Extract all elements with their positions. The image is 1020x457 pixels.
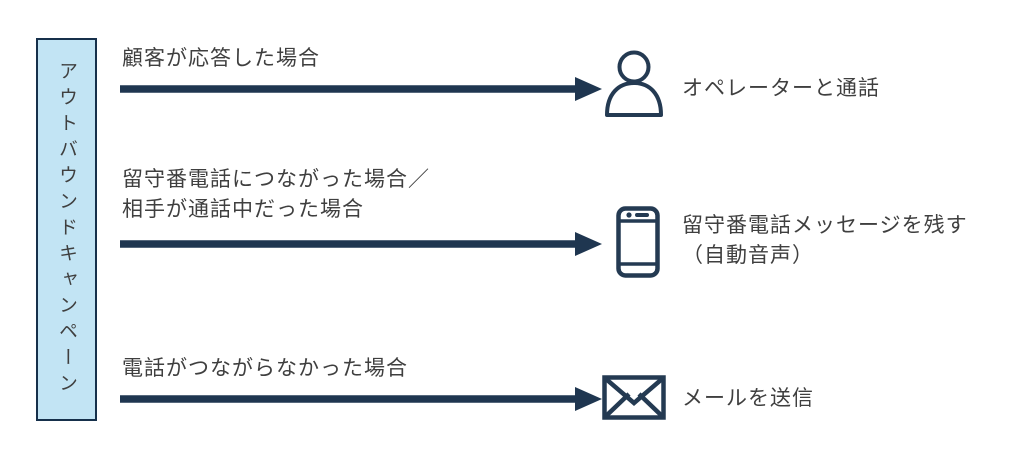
- smartphone-icon: [616, 206, 660, 278]
- right-arrow-icon: [120, 232, 602, 256]
- condition-voicemail-line1: 留守番電話につながった場合／: [122, 168, 430, 191]
- arrow-voicemail: [119, 230, 603, 258]
- result-voicemail-line1: 留守番電話メッセージを残す: [682, 214, 968, 237]
- right-arrow-icon: [120, 387, 602, 411]
- outbound-campaign-label: アウトバウンドキャンペーン: [56, 60, 77, 399]
- arrow-no-answer: [119, 385, 603, 413]
- result-operator-call-line1: オペレーターと通話: [682, 77, 880, 100]
- arrow-answered: [119, 75, 603, 103]
- right-arrow-icon: [120, 77, 602, 101]
- condition-answered-label: 顧客が応答した場合: [122, 44, 320, 74]
- result-voicemail-line2: （自動音声）: [682, 244, 814, 267]
- result-send-email-label: メールを送信: [682, 384, 814, 414]
- condition-no-answer-label: 電話がつながらなかった場合: [122, 354, 408, 384]
- person-icon: [604, 44, 664, 118]
- condition-voicemail-label: 留守番電話につながった場合／ 相手が通話中だった場合: [122, 165, 430, 225]
- condition-voicemail-line2: 相手が通話中だった場合: [122, 198, 364, 221]
- result-send-email-line1: メールを送信: [682, 387, 814, 410]
- result-voicemail-message-label: 留守番電話メッセージを残す （自動音声）: [682, 211, 968, 271]
- result-operator-call-label: オペレーターと通話: [682, 74, 880, 104]
- outbound-campaign-box: アウトバウンドキャンペーン: [36, 38, 97, 421]
- mail-icon: [602, 375, 666, 420]
- condition-answered-line1: 顧客が応答した場合: [122, 47, 320, 70]
- condition-no-answer-line1: 電話がつながらなかった場合: [122, 357, 408, 380]
